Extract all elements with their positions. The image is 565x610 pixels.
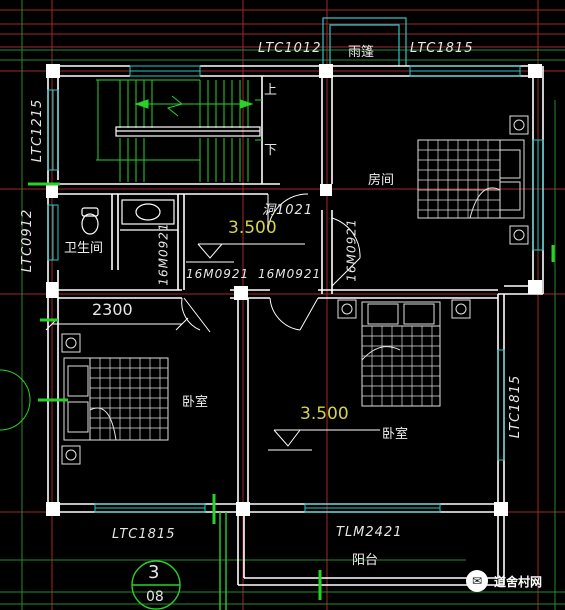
elevation-mark-upper [186, 243, 305, 263]
wc-label: 卫生间 [64, 241, 104, 256]
opening-label: 洞1021 [262, 203, 314, 218]
watermark-text: 道舍村网 [494, 574, 543, 589]
columns [46, 64, 542, 516]
dimension-2300-label: 2300 [92, 300, 133, 319]
walls [47, 65, 544, 586]
canopy-label: 雨篷 [348, 45, 375, 60]
axis-bubble-sub: 08 [146, 589, 164, 605]
dimension-2300 [45, 317, 189, 331]
stair-handrail [115, 126, 261, 137]
window-label-ltc1012: LTC1012 [258, 41, 322, 56]
bed-bedroom-right [337, 299, 471, 407]
room-label: 房间 [368, 173, 395, 188]
window-label-ltc1215: LTC1215 [30, 98, 46, 163]
door-label-wc: 16M0921 [156, 222, 171, 286]
window-label-ltc1815-bottom: LTC1815 [112, 527, 176, 542]
door-label-tlm2421: TLM2421 [336, 525, 403, 540]
balcony-label: 阳台 [352, 553, 379, 568]
door-label-right: 16M0921 [344, 218, 359, 282]
bed-bedroom-left [61, 333, 169, 465]
bed-room [417, 115, 529, 245]
wc-fixtures [81, 199, 178, 235]
green-marks [28, 182, 555, 600]
watermark: ✉ 道舍村网 [466, 570, 542, 592]
doors [181, 193, 361, 333]
stair-arrows [134, 99, 254, 109]
elevation-upper: 3.500 [228, 218, 277, 238]
green-shaft-lines [219, 512, 227, 610]
elevation-lower: 3.500 [300, 404, 349, 424]
window-label-ltc0912: LTC0912 [20, 208, 36, 273]
door-label-mid: 16M0921 [258, 267, 322, 281]
axis-arc-left [0, 369, 31, 431]
stair-up-label: 上 [264, 83, 278, 98]
bedroom-left-label: 卧室 [182, 395, 209, 410]
door-label-left: 16M0921 [186, 267, 250, 281]
canopy-outline [322, 17, 407, 66]
wechat-icon: ✉ [466, 570, 488, 592]
axis-bubble-number: 3 [148, 562, 160, 583]
windows [47, 65, 544, 513]
stair-down-label: 下 [264, 143, 278, 158]
bedroom-right-label: 卧室 [382, 427, 409, 442]
elevation-mark-lower [268, 429, 380, 451]
window-label-ltc1815-right: LTC1815 [508, 374, 524, 439]
window-label-ltc1815-top: LTC1815 [410, 41, 474, 56]
axis-bubble [131, 560, 181, 610]
